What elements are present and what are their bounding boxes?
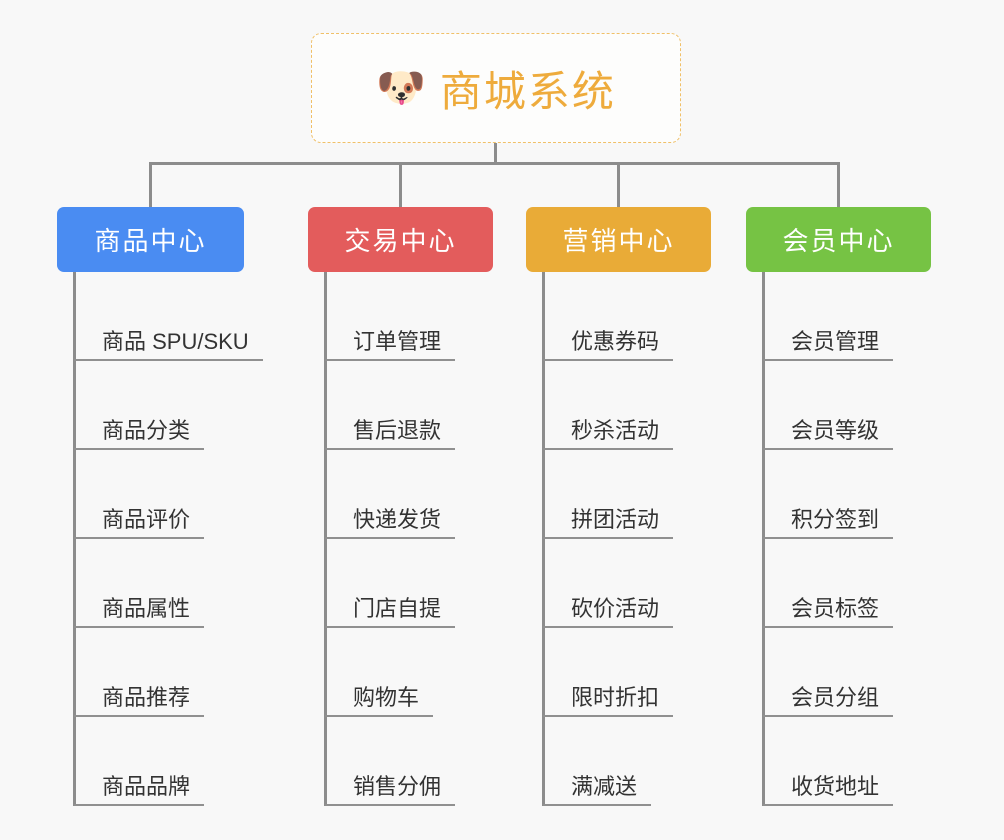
leaf-item[interactable]: 积分签到 bbox=[746, 450, 931, 539]
leaf-item[interactable]: 秒杀活动 bbox=[526, 361, 711, 450]
leaf-item[interactable]: 商品属性 bbox=[57, 539, 244, 628]
branch-header-label-3: 营销中心 bbox=[562, 226, 675, 256]
branch-drop-connector-1 bbox=[149, 162, 152, 208]
leaf-item[interactable]: 会员等级 bbox=[746, 361, 931, 450]
branch-header-2[interactable]: 交易中心 bbox=[308, 207, 493, 272]
leaf-list-4: 会员管理 会员等级 积分签到 会员标签 会员分组 收货地址 bbox=[746, 272, 931, 806]
leaf-item-label: 会员分组 bbox=[763, 685, 894, 717]
branch-header-label-1: 商品中心 bbox=[94, 226, 207, 256]
leaf-item-label: 商品推荐 bbox=[74, 685, 205, 717]
leaf-spine-2 bbox=[324, 272, 327, 806]
leaf-item-label: 售后退款 bbox=[325, 418, 456, 450]
leaf-item[interactable]: 订单管理 bbox=[308, 272, 493, 361]
leaf-item[interactable]: 门店自提 bbox=[308, 539, 493, 628]
root-trunk-connector bbox=[494, 143, 497, 165]
branch-drop-connector-4 bbox=[837, 162, 840, 208]
root-node[interactable]: 🐶 商城系统 bbox=[311, 33, 681, 143]
leaf-item-label: 购物车 bbox=[325, 685, 434, 717]
leaf-spine-1 bbox=[73, 272, 76, 806]
root-title: 商城系统 bbox=[439, 67, 616, 115]
leaf-list-2: 订单管理 售后退款 快递发货 门店自提 购物车 销售分佣 bbox=[308, 272, 493, 806]
leaf-item[interactable]: 售后退款 bbox=[308, 361, 493, 450]
leaf-item[interactable]: 商品品牌 bbox=[57, 717, 244, 806]
leaf-item-label: 秒杀活动 bbox=[543, 418, 674, 450]
branch-drop-connector-3 bbox=[617, 162, 620, 208]
leaf-item-label: 优惠券码 bbox=[543, 329, 674, 361]
leaf-item[interactable]: 会员管理 bbox=[746, 272, 931, 361]
leaf-item[interactable]: 购物车 bbox=[308, 628, 493, 717]
leaf-item[interactable]: 快递发货 bbox=[308, 450, 493, 539]
leaf-item-label: 会员标签 bbox=[763, 596, 894, 628]
leaf-item-label: 商品 SPU/SKU bbox=[74, 329, 263, 361]
branch-header-4[interactable]: 会员中心 bbox=[746, 207, 931, 272]
leaf-item[interactable]: 会员标签 bbox=[746, 539, 931, 628]
leaf-item-label: 商品分类 bbox=[74, 418, 205, 450]
leaf-item-label: 积分签到 bbox=[763, 507, 894, 539]
leaf-item-label: 砍价活动 bbox=[543, 596, 674, 628]
leaf-item-label: 门店自提 bbox=[325, 596, 456, 628]
branch-drop-connector-2 bbox=[399, 162, 402, 208]
leaf-item-label: 销售分佣 bbox=[325, 774, 456, 806]
branch-column-2: 交易中心 订单管理 售后退款 快递发货 门店自提 购物车 销售分佣 bbox=[308, 207, 493, 806]
leaf-spine-4 bbox=[762, 272, 765, 806]
leaf-item-label: 订单管理 bbox=[325, 329, 456, 361]
leaf-item-label: 满减送 bbox=[543, 774, 652, 806]
leaf-item-label: 会员等级 bbox=[763, 418, 894, 450]
leaf-item-label: 快递发货 bbox=[325, 507, 456, 539]
leaf-item[interactable]: 砍价活动 bbox=[526, 539, 711, 628]
branch-header-label-4: 会员中心 bbox=[782, 226, 895, 256]
branch-header-label-2: 交易中心 bbox=[344, 226, 457, 256]
leaf-item[interactable]: 会员分组 bbox=[746, 628, 931, 717]
leaf-item[interactable]: 销售分佣 bbox=[308, 717, 493, 806]
leaf-item[interactable]: 商品评价 bbox=[57, 450, 244, 539]
leaf-item[interactable]: 拼团活动 bbox=[526, 450, 711, 539]
leaf-spine-3 bbox=[542, 272, 545, 806]
leaf-list-1: 商品 SPU/SKU 商品分类 商品评价 商品属性 商品推荐 商品品牌 bbox=[57, 272, 263, 806]
branch-column-3: 营销中心 优惠券码 秒杀活动 拼团活动 砍价活动 限时折扣 满减送 bbox=[526, 207, 711, 806]
leaf-item[interactable]: 限时折扣 bbox=[526, 628, 711, 717]
leaf-item-label: 会员管理 bbox=[763, 329, 894, 361]
branch-header-3[interactable]: 营销中心 bbox=[526, 207, 711, 272]
leaf-item-label: 商品品牌 bbox=[74, 774, 205, 806]
leaf-item[interactable]: 优惠券码 bbox=[526, 272, 711, 361]
leaf-item-label: 限时折扣 bbox=[543, 685, 674, 717]
leaf-item[interactable]: 商品 SPU/SKU bbox=[57, 272, 263, 361]
leaf-item[interactable]: 收货地址 bbox=[746, 717, 931, 806]
leaf-item[interactable]: 商品分类 bbox=[57, 361, 244, 450]
branch-header-1[interactable]: 商品中心 bbox=[57, 207, 244, 272]
branch-column-1: 商品中心 商品 SPU/SKU 商品分类 商品评价 商品属性 商品推荐 商品品牌 bbox=[57, 207, 263, 806]
leaf-list-3: 优惠券码 秒杀活动 拼团活动 砍价活动 限时折扣 满减送 bbox=[526, 272, 711, 806]
leaf-item-label: 商品评价 bbox=[74, 507, 205, 539]
leaf-item[interactable]: 满减送 bbox=[526, 717, 711, 806]
branch-column-4: 会员中心 会员管理 会员等级 积分签到 会员标签 会员分组 收货地址 bbox=[746, 207, 931, 806]
branch-bus-connector bbox=[151, 162, 839, 165]
dog-face-icon: 🐶 bbox=[376, 66, 426, 110]
leaf-item-label: 商品属性 bbox=[74, 596, 205, 628]
leaf-item-label: 收货地址 bbox=[763, 774, 894, 806]
leaf-item-label: 拼团活动 bbox=[543, 507, 674, 539]
leaf-item[interactable]: 商品推荐 bbox=[57, 628, 244, 717]
